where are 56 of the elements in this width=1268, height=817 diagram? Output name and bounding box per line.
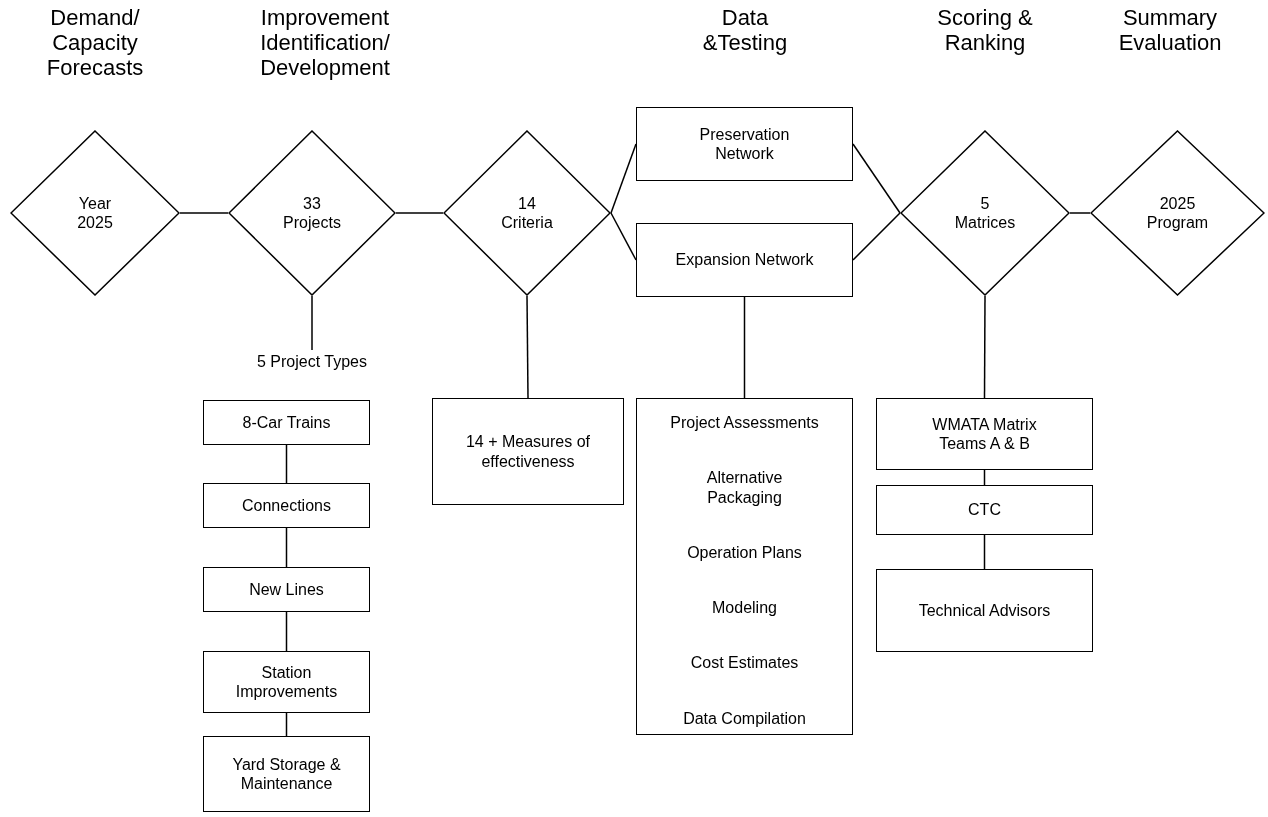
connector-line <box>285 444 288 484</box>
connector-line <box>852 212 901 261</box>
connector-line <box>395 212 444 214</box>
node-label: Modeling <box>711 598 778 618</box>
connector-line <box>1069 212 1091 214</box>
node-label: Preservation Network <box>698 124 791 164</box>
node-label: Operation Plans <box>686 542 803 562</box>
process-box <box>636 223 853 297</box>
connector-line <box>743 296 746 399</box>
node-label: 14 Criteria <box>500 193 554 233</box>
process-box <box>876 485 1093 535</box>
node-label: Connections <box>241 495 332 516</box>
process-box <box>636 107 853 181</box>
process-box <box>203 736 370 812</box>
connector-line <box>285 611 288 652</box>
process-box <box>876 398 1093 470</box>
node-label: 33 Projects <box>282 193 342 233</box>
column-heading: Scoring & Ranking <box>936 6 1034 56</box>
connector-line <box>179 212 229 214</box>
connector-line <box>610 212 637 261</box>
node-label: Expansion Network <box>674 250 815 270</box>
node-label: Year 2025 <box>76 193 114 233</box>
connector-line <box>610 143 637 214</box>
column-heading: Data &Testing <box>701 6 789 56</box>
column-heading: Demand/ Capacity Forecasts <box>45 6 145 81</box>
process-box <box>203 400 370 445</box>
node-label: Cost Estimates <box>689 653 800 673</box>
connector-line <box>285 712 288 737</box>
node-label: Project Assessments <box>669 413 820 433</box>
node-label: Alternative Packaging <box>705 468 784 507</box>
text-label: 5 Project Types <box>232 350 392 374</box>
process-box <box>203 567 370 612</box>
connector-line <box>311 295 313 351</box>
connector-line <box>983 295 986 399</box>
process-box <box>876 569 1093 652</box>
node-label: 5 Matrices <box>953 193 1017 233</box>
process-box <box>636 398 853 735</box>
node-label: New Lines <box>248 579 325 600</box>
process-box <box>203 651 370 713</box>
node-label: 8-Car Trains <box>241 412 332 433</box>
node-label: Data Compilation <box>682 708 807 728</box>
node-label: CTC <box>967 500 1002 520</box>
connector-line <box>852 143 901 214</box>
node-label: 14 + Measures of effectiveness <box>464 432 592 471</box>
node-label: WMATA Matrix Teams A & B <box>931 414 1038 454</box>
column-heading: Summary Evaluation <box>1117 6 1223 56</box>
process-box <box>203 483 370 528</box>
connector-line <box>983 534 986 570</box>
process-box <box>432 398 624 505</box>
connector-line <box>285 527 288 568</box>
connector-line <box>526 295 529 399</box>
column-heading: Improvement Identification/ Development <box>259 6 391 81</box>
node-label: Station Improvements <box>234 662 339 702</box>
node-label: Technical Advisors <box>917 600 1052 621</box>
node-label: Yard Storage & Maintenance <box>231 754 342 794</box>
node-label: 2025 Program <box>1145 193 1210 233</box>
